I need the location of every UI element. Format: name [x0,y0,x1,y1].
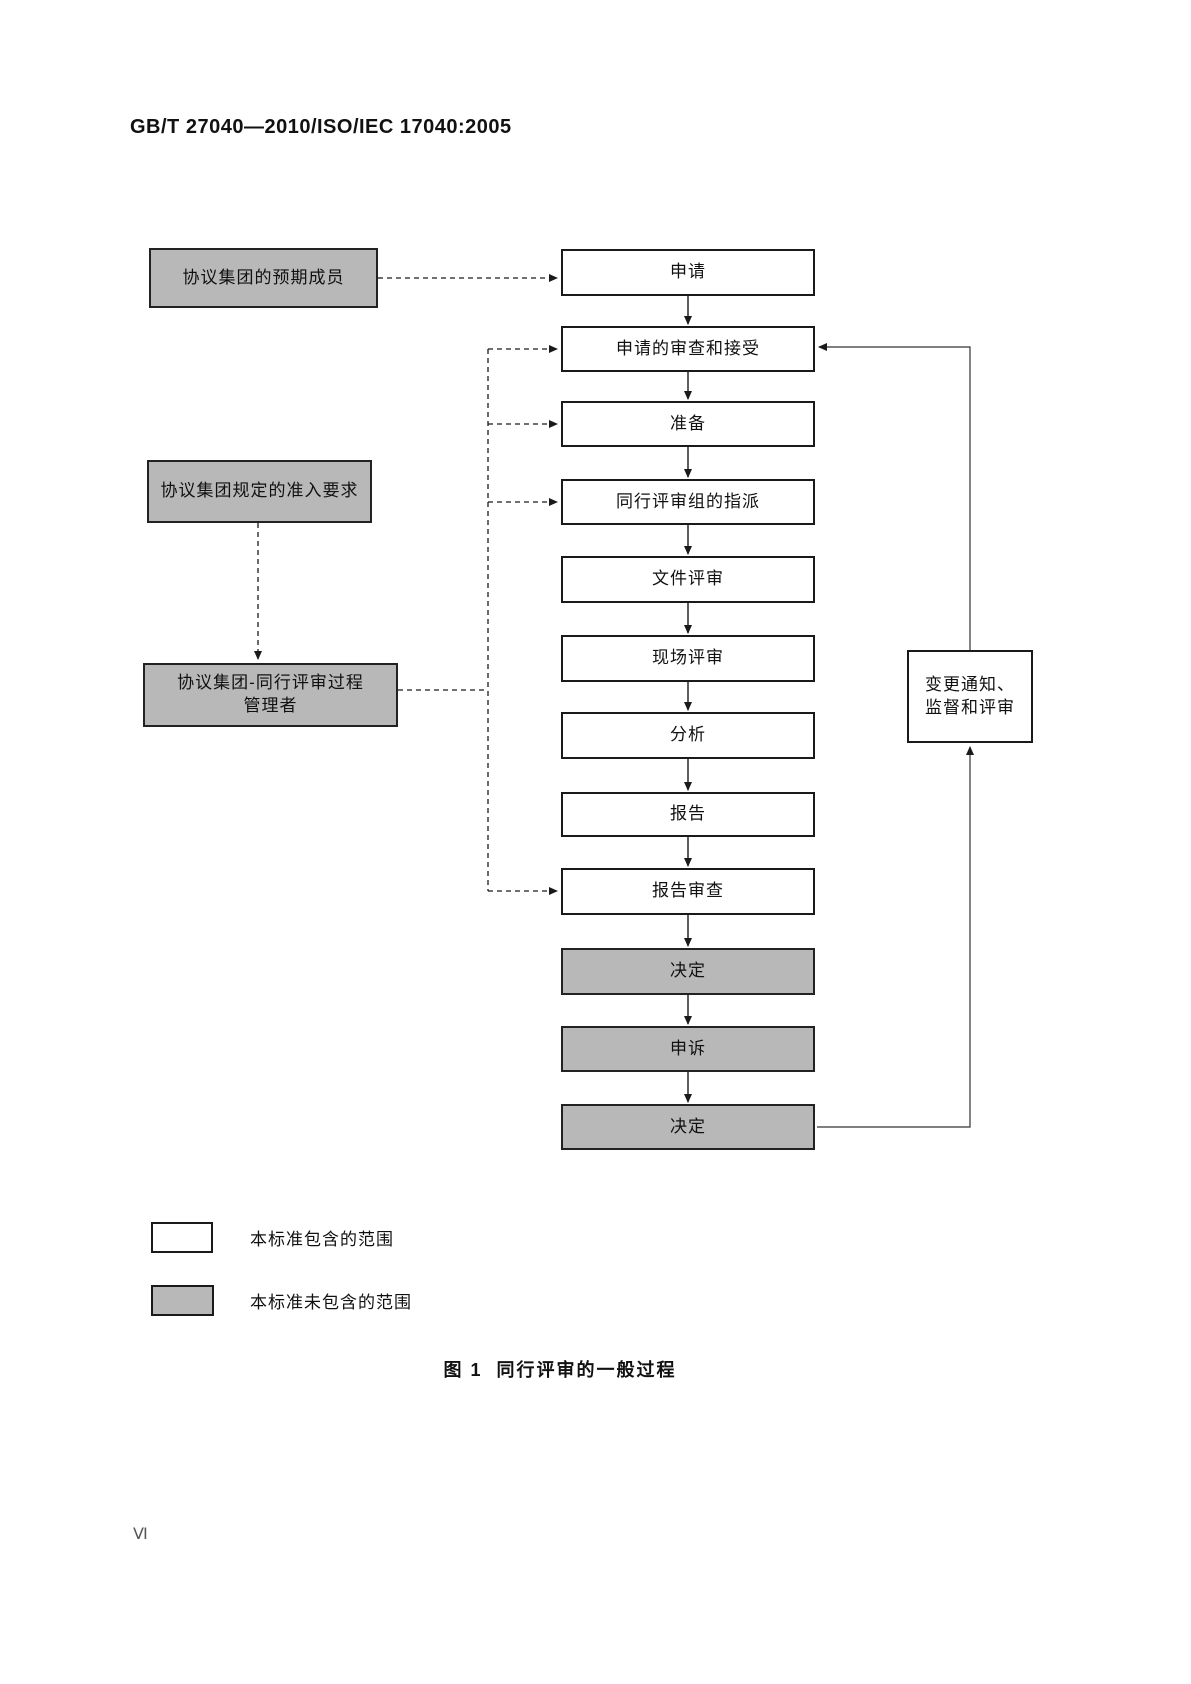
node-preparation: 准备 [561,401,815,447]
node-report-review: 报告审查 [561,868,815,915]
node-report: 报告 [561,792,815,837]
legend-swatch-not-included [151,1285,214,1316]
node-peer-review-team-assignment: 同行评审组的指派 [561,479,815,525]
node-appeal: 申诉 [561,1026,815,1072]
feedback-loop-lines [817,343,974,1128]
node-process-manager: 协议集团-同行评审过程管理者 [143,663,398,727]
node-prospective-members: 协议集团的预期成员 [149,248,378,308]
node-analysis: 分析 [561,712,815,759]
legend-swatch-included [151,1222,213,1253]
legend-label-not-included: 本标准未包含的范围 [250,1293,412,1312]
node-decision-2: 决定 [561,1104,815,1150]
dashed-relation-lines [254,274,558,895]
node-decision-1: 决定 [561,948,815,995]
node-application: 申请 [561,249,815,296]
node-admission-requirements: 协议集团规定的准入要求 [147,460,372,523]
node-onsite-review: 现场评审 [561,635,815,682]
node-application-review-acceptance: 申请的审查和接受 [561,326,815,372]
legend-label-included: 本标准包含的范围 [250,1230,394,1249]
document-header: GB/T 27040—2010/ISO/IEC 17040:2005 [130,116,512,138]
page-number: Ⅵ [133,1526,148,1543]
node-document-review: 文件评审 [561,556,815,603]
node-change-notification-surveillance-label: 变更通知、 监督和评审 [925,674,1015,717]
figure-caption: 图 1 同行评审的一般过程 [443,1360,677,1380]
node-change-notification-surveillance: 变更通知、 监督和评审 [907,650,1033,743]
